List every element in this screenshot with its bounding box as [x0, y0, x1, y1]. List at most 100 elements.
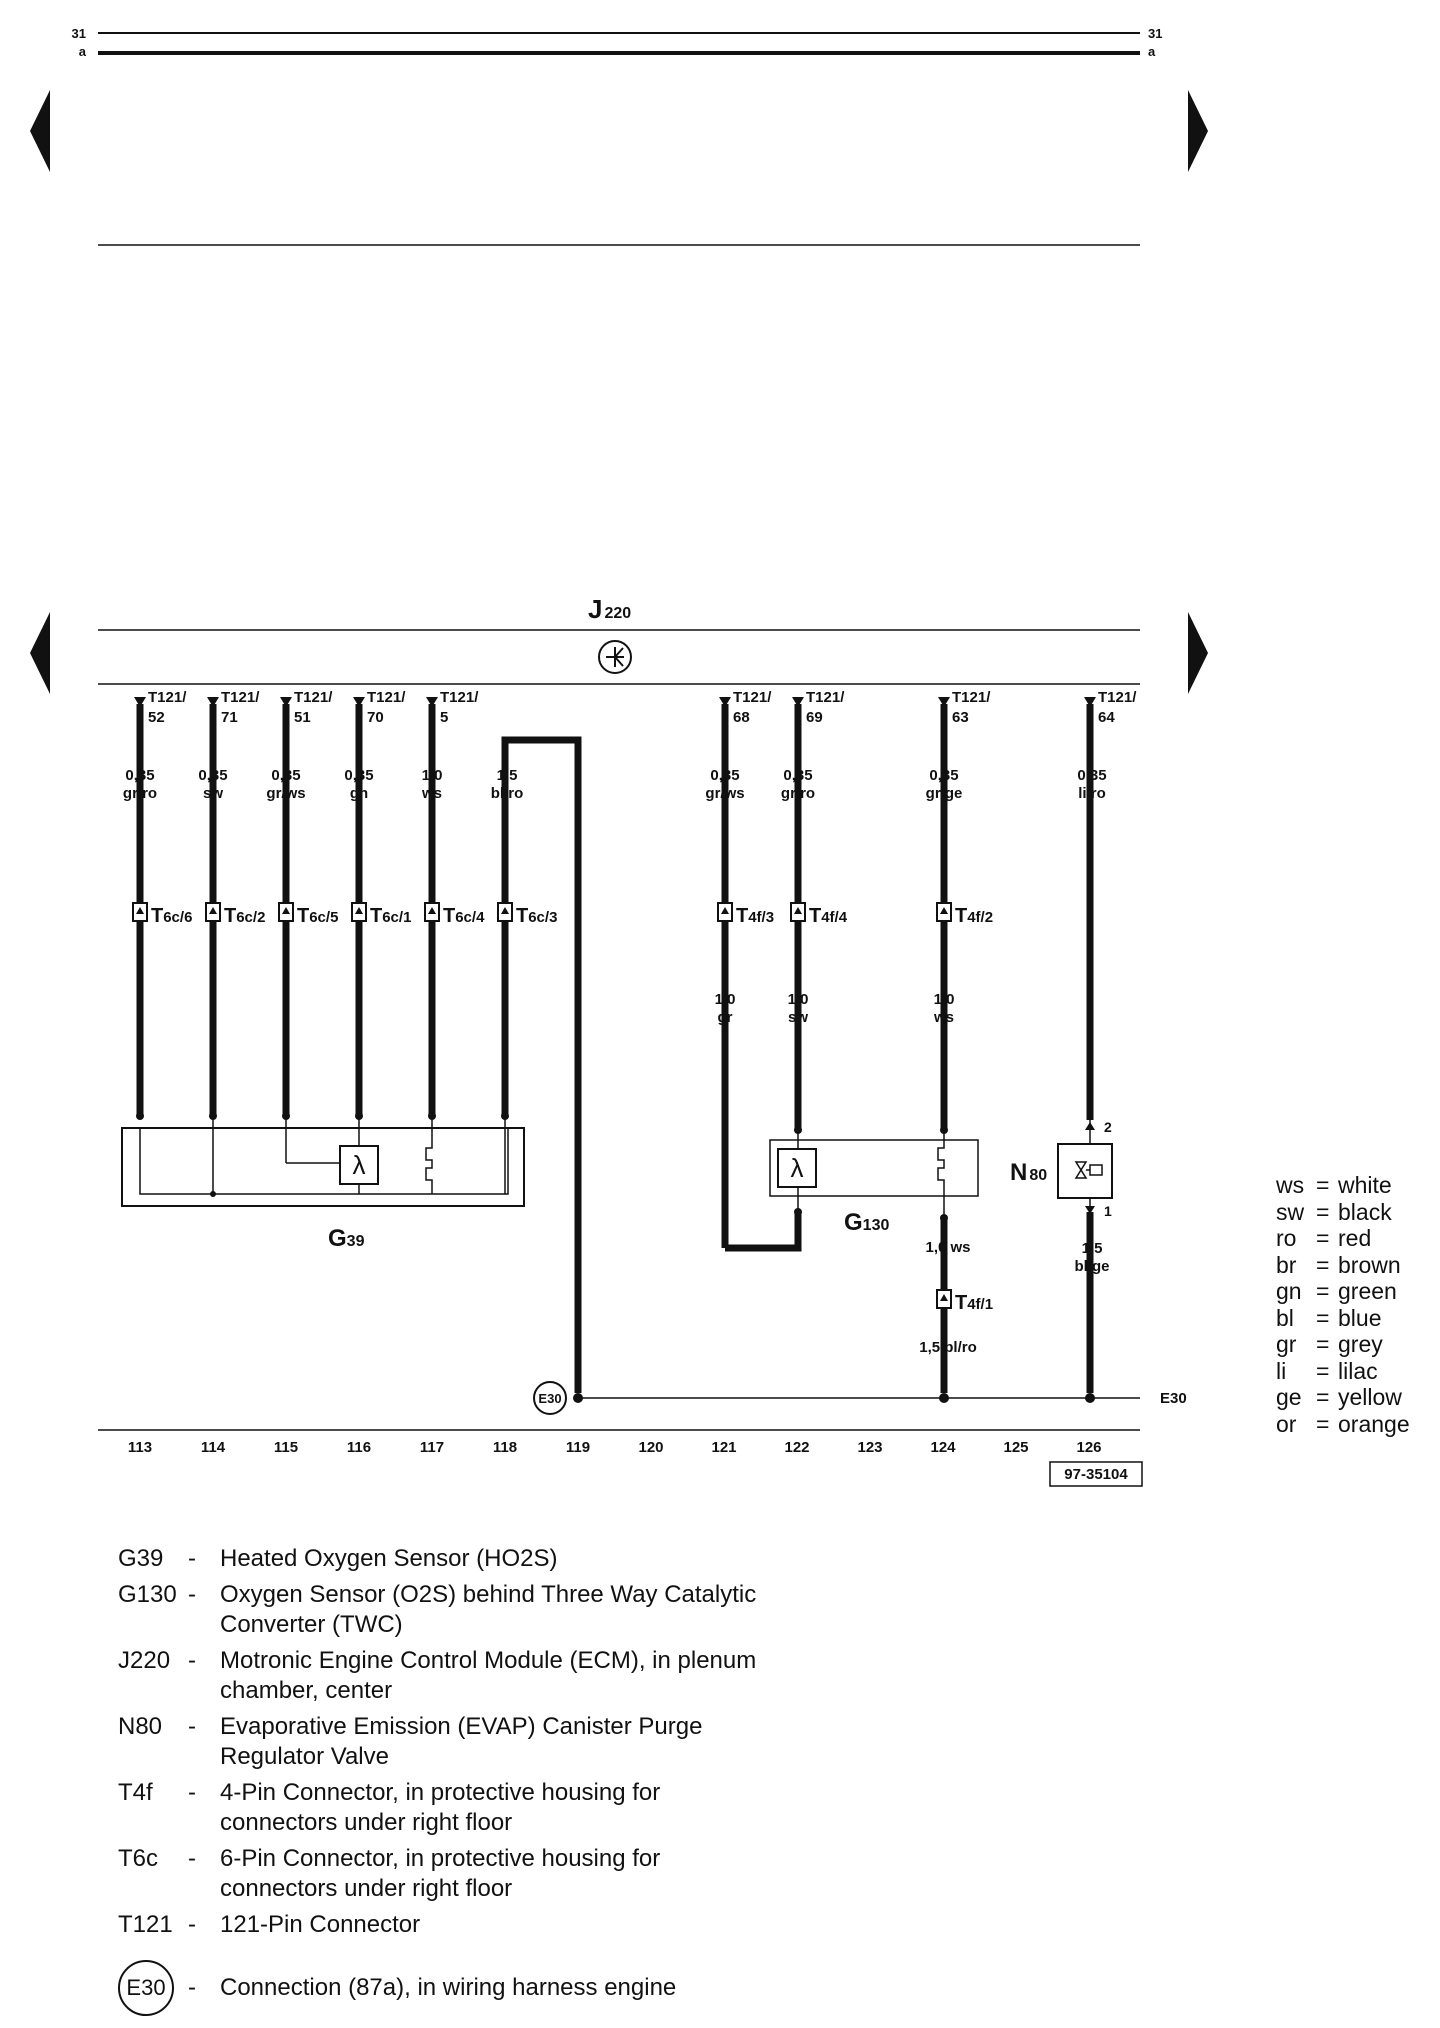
wire-label-122-lower: 1,0sw [788, 991, 809, 1026]
pin-68: T121/68 [719, 689, 772, 726]
svg-text:0,35: 0,35 [125, 767, 154, 784]
color-row: or=orange [1276, 1410, 1410, 1437]
svg-text:T121/: T121/ [1098, 689, 1137, 706]
prev-section-arrow-icon[interactable] [30, 612, 50, 694]
pin-70: T121/70 [353, 689, 406, 726]
reference-code-box: 97-35104 [1049, 1461, 1143, 1487]
svg-text:T121/: T121/ [806, 689, 845, 706]
legend-item-g39: G39-Heated Oxygen Sensor (HO2S) [118, 1545, 558, 1572]
svg-text:0,35: 0,35 [1077, 767, 1106, 784]
wire-label-118: 1,5bl/ro [491, 767, 524, 802]
svg-text:63: 63 [952, 709, 969, 726]
column-number: 124 [930, 1439, 956, 1456]
legend-item-n80: N80-Evaporative Emission (EVAP) Canister… [118, 1713, 703, 1770]
connector-t4f-1: T4f/1 [936, 1289, 993, 1314]
heater-element-icon [425, 1140, 433, 1194]
e30-connection-point: E30 [533, 1381, 567, 1415]
pin-arrow-icon [134, 697, 146, 707]
connector-label: T6c/1 [370, 905, 411, 927]
svg-text:51: 51 [294, 709, 311, 726]
next-page-arrow-icon[interactable] [1188, 90, 1208, 172]
svg-text:68: 68 [733, 709, 750, 726]
lambda-sensor-icon [339, 1145, 379, 1185]
connector-label: T4f/2 [955, 905, 993, 927]
column-number: 113 [128, 1439, 152, 1456]
column-number: 118 [493, 1439, 517, 1456]
svg-text:T121/: T121/ [221, 689, 260, 706]
column-number: 126 [1076, 1439, 1101, 1456]
next-section-arrow-icon[interactable] [1188, 612, 1208, 694]
pin-52: T121/52 [134, 689, 187, 726]
svg-text:0,35: 0,35 [929, 767, 958, 784]
component-g39: λ G39 [121, 1112, 525, 1252]
connector-t6c-3: T6c/3 [497, 902, 557, 927]
column-number: 123 [857, 1439, 882, 1456]
legend-item-g130: G130-Oxygen Sensor (O2S) behind Three Wa… [118, 1581, 757, 1638]
wire-label-124-lower: 1,0ws [933, 991, 954, 1026]
pin-arrow-icon [207, 697, 219, 707]
svg-text:sw: sw [203, 785, 223, 802]
svg-text:gr/ws: gr/ws [705, 785, 744, 802]
prev-page-arrow-icon[interactable] [30, 90, 50, 172]
svg-text:71: 71 [221, 709, 238, 726]
svg-text:69: 69 [806, 709, 823, 726]
connector-label: T4f/3 [736, 905, 774, 927]
svg-text:li/ro: li/ro [1078, 785, 1106, 802]
e30-circle-icon: E30 [118, 1960, 174, 2016]
color-row: sw=black [1276, 1198, 1392, 1225]
wire-label-g130-out: 1,0 ws [925, 1239, 970, 1256]
n80-pin-2: 2 [1104, 1119, 1112, 1135]
connector-label: T6c/4 [443, 905, 485, 927]
component-label-g39: G39 [328, 1225, 365, 1252]
svg-text:E30: E30 [538, 1391, 561, 1406]
svg-text:1,5: 1,5 [497, 767, 518, 784]
color-row: gn=green [1276, 1278, 1397, 1304]
wire-label-121-lower: 1,0gr [715, 991, 736, 1026]
n80-pin-1: 1 [1104, 1203, 1112, 1219]
svg-text:5: 5 [440, 709, 448, 726]
component-label-g130: G130 [844, 1209, 889, 1236]
pin-arrow-icon [280, 697, 292, 707]
component-legend: G39-Heated Oxygen Sensor (HO2S) G130-Oxy… [118, 1544, 878, 2022]
lambda-sensor-icon [777, 1148, 817, 1188]
svg-text:1,0: 1,0 [788, 991, 809, 1008]
legend-item-t121: T121-121-Pin Connector [118, 1911, 421, 1938]
svg-text:1,0: 1,0 [934, 991, 955, 1008]
legend-item-t6c: T6c-6-Pin Connector, in protective housi… [118, 1845, 661, 1902]
legend-item-e30: E30-Connection (87a), in wiring harness … [118, 1960, 878, 2016]
svg-text:64: 64 [1098, 709, 1115, 726]
color-code-legend: ws=white sw=black ro=red br=brown gn=gre… [1276, 1172, 1436, 1437]
connector-t6c-6: T6c/6 [132, 902, 192, 927]
component-g130: λ G130 [769, 1126, 979, 1236]
ecm-symbol-icon [598, 640, 632, 674]
svg-text:gr/ro: gr/ro [123, 785, 157, 802]
svg-text:bl/ge: bl/ge [1074, 1258, 1109, 1275]
column-number: 117 [420, 1439, 444, 1456]
page-sub-right: a [1148, 44, 1156, 59]
svg-text:1,0: 1,0 [422, 767, 443, 784]
wire-label-t4f1-out: 1,5 bl/ro [919, 1339, 977, 1356]
svg-text:ws: ws [933, 1009, 954, 1026]
color-row: li=lilac [1276, 1357, 1378, 1384]
pin-63: T121/63 [938, 689, 991, 726]
svg-text:52: 52 [148, 709, 165, 726]
connector-t4f-3: T4f/3 [717, 902, 774, 927]
wire-label-n80-out: 1,5bl/ge [1074, 1240, 1109, 1275]
color-row: ws=white [1276, 1172, 1392, 1198]
pin-arrow-icon [792, 697, 804, 707]
connector-t4f-2: T4f/2 [936, 902, 993, 927]
pin-arrow-icon [426, 697, 438, 707]
legend-item-t4f: T4f-4-Pin Connector, in protective housi… [118, 1779, 661, 1836]
connector-label: T6c/2 [224, 905, 265, 927]
page-sub-left: a [79, 44, 87, 59]
pin-5: T121/5 [426, 689, 479, 726]
legend-item-j220: J220-Motronic Engine Control Module (ECM… [118, 1647, 757, 1704]
